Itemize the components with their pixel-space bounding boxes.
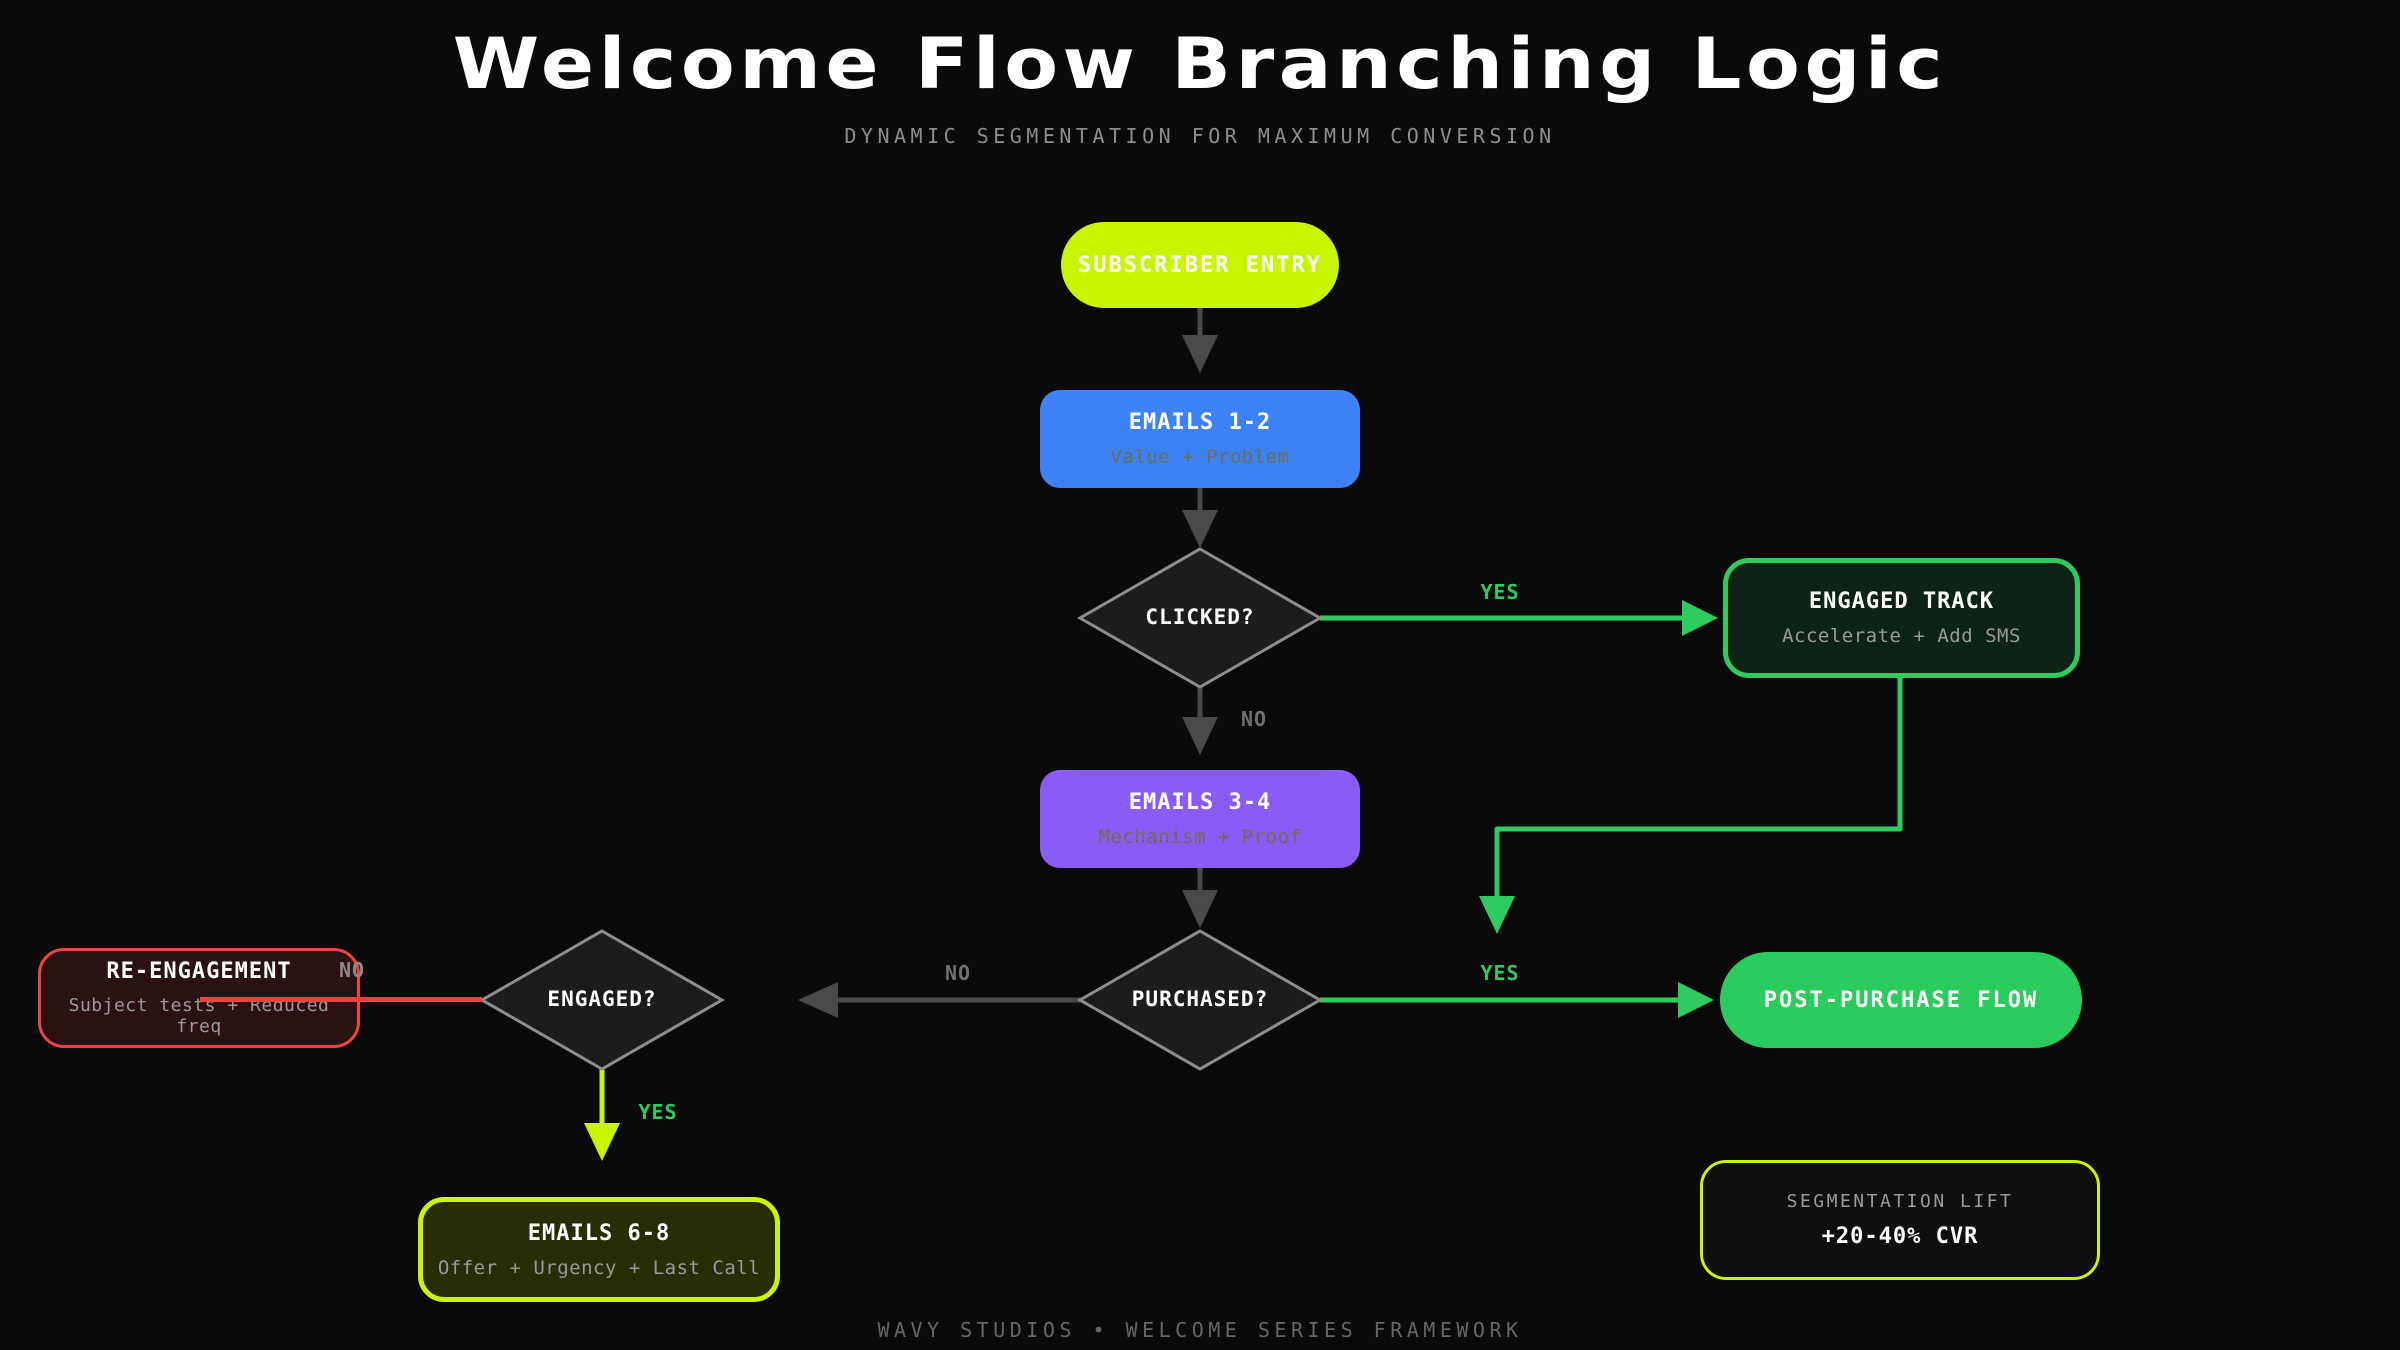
arrowhead-down-icon <box>1182 717 1218 755</box>
page-title: Welcome Flow Branching Logic <box>452 23 1948 105</box>
node-label: SUBSCRIBER ENTRY <box>1078 252 1322 278</box>
stat-value: +20-40% CVR <box>1821 1224 1979 1249</box>
purchased-yes-label: YES <box>1480 961 1520 985</box>
arrowhead-down-icon <box>1182 335 1218 373</box>
arrowhead-left-icon <box>798 982 838 1018</box>
node-title: ENGAGED TRACK <box>1808 589 1995 614</box>
node-emails-1-2: EMAILS 1-2 Value + Problem <box>1040 390 1360 488</box>
engaged-diamond-shape <box>478 929 726 1071</box>
node-post-purchase-flow: POST-PURCHASE FLOW <box>1720 952 2082 1048</box>
node-subtitle: Mechanism + Proof <box>1098 826 1302 848</box>
footer-credit: WAVY STUDIOS • WELCOME SERIES FRAMEWORK <box>877 1318 1523 1342</box>
page-subtitle: DYNAMIC SEGMENTATION FOR MAXIMUM CONVERS… <box>844 124 1556 148</box>
clicked-diamond-label: CLICKED? <box>1145 605 1255 629</box>
node-subtitle: Accelerate + Add SMS <box>1782 625 2021 647</box>
node-emails-6-8: EMAILS 6-8 Offer + Urgency + Last Call <box>418 1197 780 1302</box>
arrowhead-down-icon <box>1479 896 1515 934</box>
node-subscriber-entry: SUBSCRIBER ENTRY <box>1061 222 1339 308</box>
purchased-diamond-label: PURCHASED? <box>1131 987 1269 1011</box>
arrowhead-down-icon <box>1182 510 1218 548</box>
engaged-no-label: NO <box>338 958 366 982</box>
node-engaged-track: ENGAGED TRACK Accelerate + Add SMS <box>1723 558 2080 678</box>
node-subtitle: Offer + Urgency + Last Call <box>437 1256 761 1279</box>
node-segmentation-lift: SEGMENTATION LIFT +20-40% CVR <box>1700 1160 2100 1280</box>
edge-engaged-no-to-re-engagement <box>200 997 482 1002</box>
edge-engaged-track-to-post-purchase <box>1494 678 1903 898</box>
engaged-diamond-label: ENGAGED? <box>547 987 657 1011</box>
clicked-yes-label: YES <box>1480 580 1520 604</box>
purchased-no-label: NO <box>944 961 972 985</box>
clicked-diamond-shape <box>1076 547 1324 689</box>
arrowhead-right-icon <box>1682 600 1718 636</box>
stat-title: SEGMENTATION LIFT <box>1786 1191 2014 1212</box>
node-title: EMAILS 1-2 <box>1128 410 1272 435</box>
node-emails-3-4: EMAILS 3-4 Mechanism + Proof <box>1040 770 1360 868</box>
engaged-yes-label: YES <box>638 1100 678 1124</box>
arrowhead-right-icon <box>1678 982 1714 1018</box>
node-title: EMAILS 3-4 <box>1128 790 1272 815</box>
arrowhead-down-icon <box>1182 890 1218 928</box>
purchased-diamond-shape <box>1076 929 1324 1071</box>
node-label: POST-PURCHASE FLOW <box>1763 987 2039 1013</box>
node-title: RE-ENGAGEMENT <box>106 959 292 984</box>
node-subtitle: Value + Problem <box>1110 446 1290 468</box>
node-title: EMAILS 6-8 <box>527 1220 671 1246</box>
arrowhead-down-icon <box>584 1123 620 1161</box>
clicked-no-label: NO <box>1240 707 1268 731</box>
